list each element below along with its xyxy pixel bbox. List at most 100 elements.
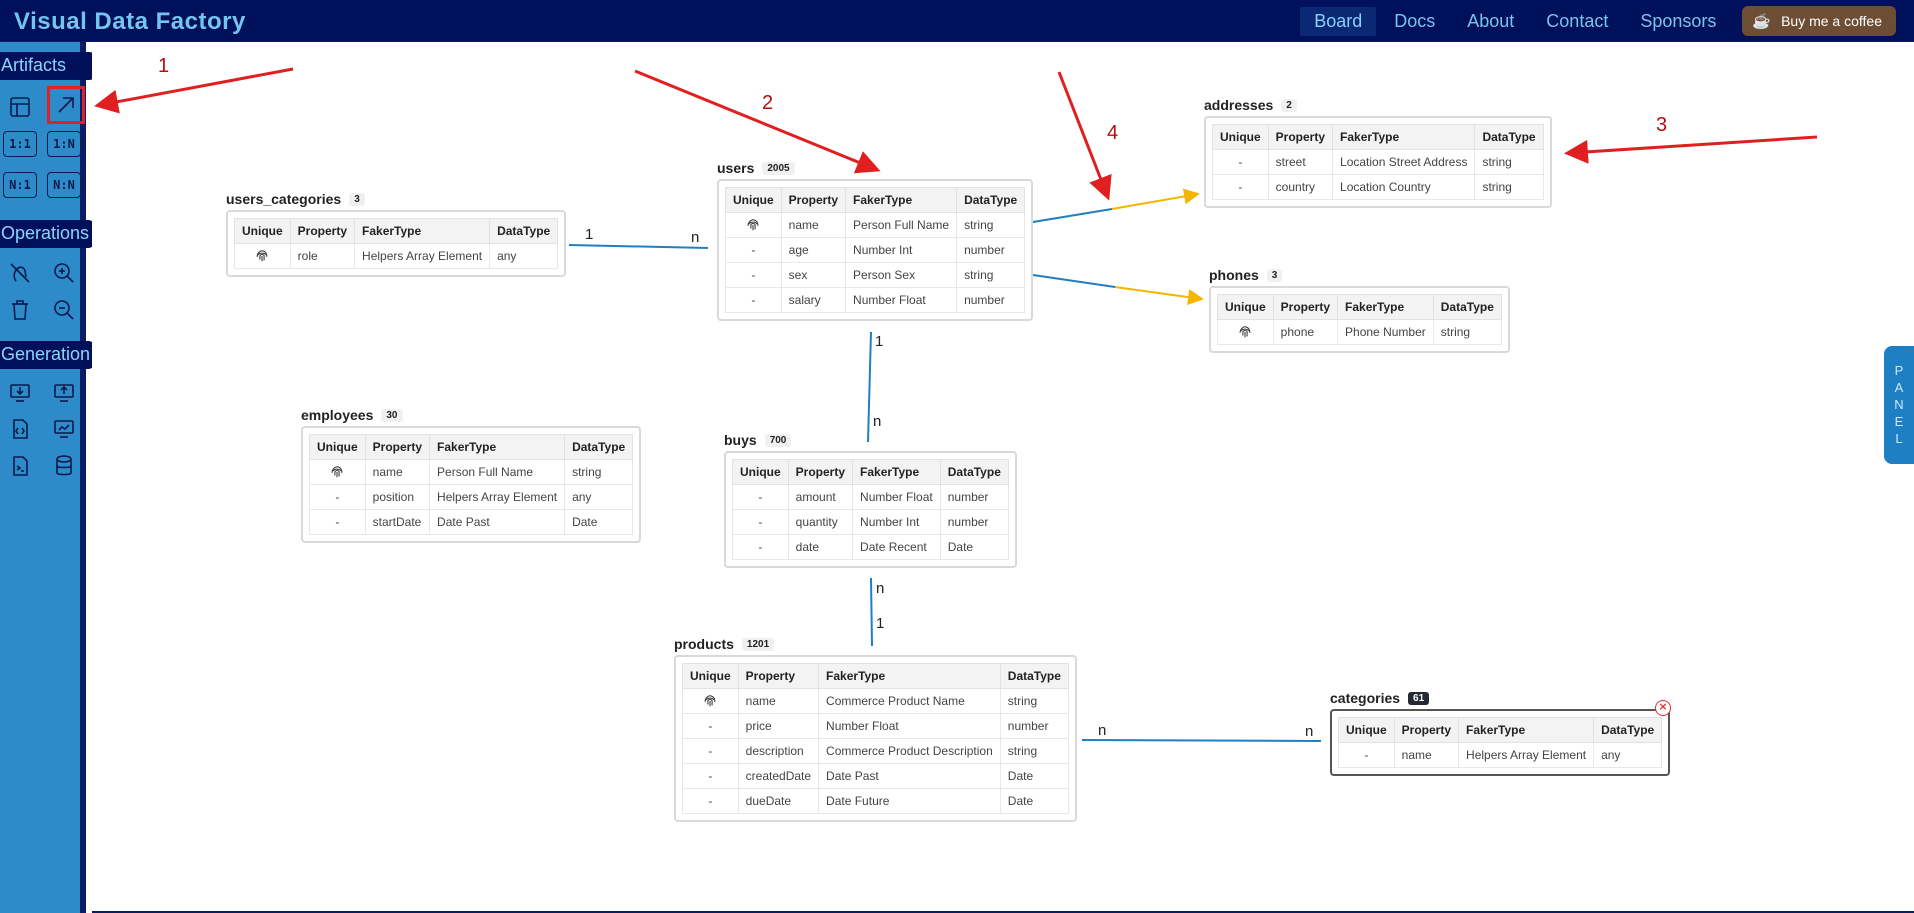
entity-name: categories bbox=[1330, 690, 1401, 706]
no-touch-icon[interactable] bbox=[5, 258, 35, 288]
code-file-icon[interactable] bbox=[5, 414, 35, 444]
upload-icon[interactable] bbox=[49, 378, 79, 408]
table-cell: number bbox=[939, 484, 1009, 510]
relation-1-1-button[interactable]: 1:1 bbox=[3, 131, 37, 157]
rel-label-uc-1: 1 bbox=[585, 226, 594, 243]
arrow-up-right-icon[interactable] bbox=[47, 86, 85, 124]
table-cell: Date Recent bbox=[852, 534, 941, 560]
nav-contact[interactable]: Contact bbox=[1546, 10, 1609, 31]
buy-coffee-button[interactable]: ☕ Buy me a coffee bbox=[1742, 6, 1896, 36]
table-cell: string bbox=[999, 738, 1069, 764]
column-header: FakerType bbox=[1458, 717, 1595, 743]
table-cell: startDate bbox=[364, 509, 431, 535]
terminal-file-icon[interactable] bbox=[5, 451, 35, 481]
unique-cell bbox=[1217, 319, 1274, 345]
table-cell: Helpers Array Element bbox=[354, 243, 491, 269]
table-cell: price bbox=[737, 713, 820, 739]
relation-1-n-button[interactable]: 1:N bbox=[47, 131, 81, 157]
nav-docs[interactable]: Docs bbox=[1394, 10, 1436, 31]
fingerprint-icon bbox=[1239, 326, 1251, 338]
relation-n-1-button[interactable]: N:1 bbox=[3, 172, 37, 198]
section-artifacts: Artifacts bbox=[0, 52, 97, 80]
rel-label-buys-products-1: 1 bbox=[876, 615, 885, 632]
nav-about[interactable]: About bbox=[1467, 10, 1515, 31]
nav-sponsors[interactable]: Sponsors bbox=[1640, 10, 1717, 31]
nav-board[interactable]: Board bbox=[1300, 6, 1377, 36]
entity-header[interactable]: products 1201 bbox=[674, 633, 1077, 655]
table-icon[interactable] bbox=[5, 92, 35, 122]
table-cell: role bbox=[289, 243, 356, 269]
column-header: Property bbox=[737, 663, 820, 689]
column-header: DataType bbox=[489, 218, 559, 244]
table-cell: string bbox=[956, 212, 1026, 238]
fingerprint-icon bbox=[747, 219, 759, 231]
table-cell: Date Past bbox=[818, 763, 1001, 789]
entity-name: phones bbox=[1209, 267, 1259, 283]
table-cell: dueDate bbox=[737, 788, 820, 814]
database-icon[interactable] bbox=[49, 451, 79, 481]
unique-cell: - bbox=[309, 509, 366, 535]
app-header: Visual Data Factory Board Docs About Con… bbox=[0, 0, 1914, 42]
table-cell: string bbox=[1474, 174, 1544, 200]
download-icon[interactable] bbox=[5, 378, 35, 408]
column-header: Unique bbox=[309, 434, 366, 460]
relation-n-n-button[interactable]: N:N bbox=[47, 172, 81, 198]
entity-name: products bbox=[674, 636, 734, 652]
trash-icon[interactable] bbox=[5, 295, 35, 325]
fingerprint-icon bbox=[331, 466, 343, 478]
close-icon[interactable]: × bbox=[1655, 700, 1671, 716]
panel-toggle-tab[interactable]: PANEL bbox=[1884, 346, 1914, 464]
section-operations: Operations bbox=[0, 220, 96, 248]
column-header: Property bbox=[780, 187, 847, 213]
zoom-out-icon[interactable] bbox=[49, 295, 79, 325]
table-cell: Date bbox=[999, 788, 1069, 814]
monitor-icon[interactable] bbox=[49, 414, 79, 444]
row-count-badge: 1201 bbox=[741, 637, 775, 651]
zoom-in-icon[interactable] bbox=[49, 258, 79, 288]
